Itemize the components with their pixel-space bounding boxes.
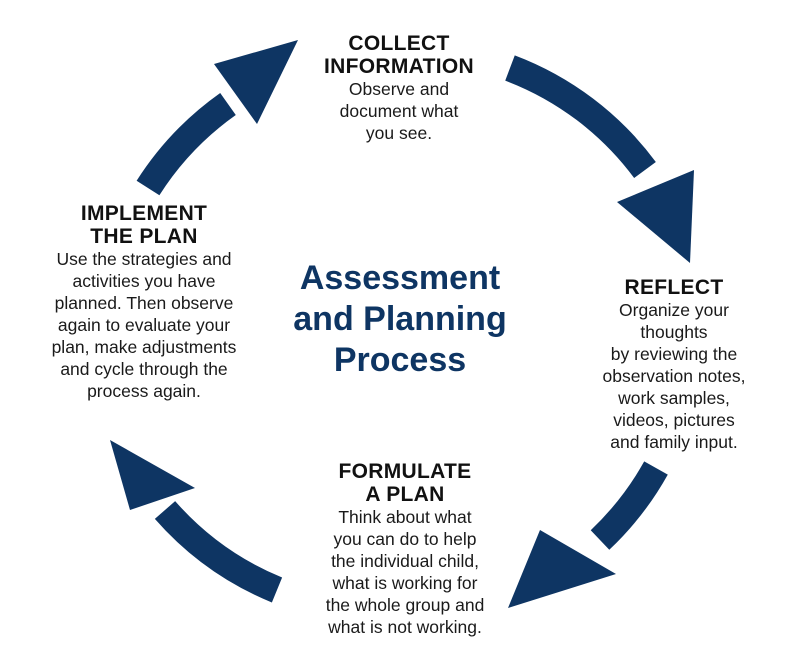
description-line: what is not working. bbox=[328, 617, 482, 637]
description-line: you see. bbox=[365, 123, 433, 143]
title-line: Process bbox=[333, 341, 467, 379]
heading-line: A PLAN bbox=[365, 483, 445, 506]
description-line: Organize your bbox=[619, 300, 729, 320]
description-line: observation notes, bbox=[602, 366, 746, 386]
description-line: the individual child, bbox=[331, 551, 479, 571]
step-heading: FORMULATE A PLAN bbox=[295, 460, 515, 506]
heading-line: IMPLEMENT bbox=[80, 202, 208, 225]
step-description: Think about what you can do to help the … bbox=[295, 506, 515, 638]
arrow-shaft-icon bbox=[136, 92, 236, 196]
description-line: thoughts bbox=[640, 322, 708, 342]
arrowhead-icon bbox=[110, 440, 195, 510]
description-line: the whole group and bbox=[325, 595, 485, 615]
description-line: planned. Then observe bbox=[54, 293, 234, 313]
description-line: you can do to help bbox=[333, 529, 477, 549]
description-line: Use the strategies and bbox=[56, 249, 232, 269]
description-line: document what bbox=[339, 101, 459, 121]
arrow-collect-to-reflect bbox=[505, 55, 694, 263]
title-line: Assessment bbox=[299, 259, 501, 297]
description-line: and family input. bbox=[610, 432, 738, 452]
heading-line: FORMULATE bbox=[338, 460, 472, 483]
description-line: Observe and bbox=[348, 79, 450, 99]
description-line: and cycle through the bbox=[60, 359, 228, 379]
description-line: Think about what bbox=[338, 507, 472, 527]
description-line: work samples, bbox=[618, 388, 730, 408]
title-line: and Planning bbox=[293, 300, 507, 338]
arrow-implement-to-collect bbox=[136, 40, 298, 196]
description-line: process again. bbox=[87, 381, 201, 401]
heading-line: REFLECT bbox=[624, 276, 724, 299]
arrow-shaft-icon bbox=[590, 461, 668, 550]
description-line: videos, pictures bbox=[613, 410, 735, 430]
diagram-title: Assessment and Planning Process bbox=[262, 258, 538, 381]
step-heading: REFLECT bbox=[578, 276, 770, 299]
step-formulate-a-plan: FORMULATE A PLAN Think about what you ca… bbox=[295, 460, 515, 638]
step-description: Use the strategies and activities you ha… bbox=[28, 248, 260, 402]
arrow-shaft-icon bbox=[154, 500, 283, 603]
description-line: activities you have bbox=[72, 271, 216, 291]
description-line: by reviewing the bbox=[610, 344, 738, 364]
arrow-shaft-icon bbox=[505, 55, 656, 179]
heading-line: COLLECT bbox=[348, 32, 450, 55]
description-line: what is working for bbox=[332, 573, 478, 593]
arrowhead-icon bbox=[214, 40, 298, 124]
step-heading: IMPLEMENT THE PLAN bbox=[28, 202, 260, 248]
step-reflect: REFLECT Organize your thoughts by review… bbox=[578, 276, 770, 453]
arrowhead-icon bbox=[617, 170, 694, 263]
description-line: again to evaluate your bbox=[57, 315, 231, 335]
step-description: Observe and document what you see. bbox=[294, 78, 504, 144]
arrow-formulate-to-implement bbox=[110, 440, 283, 603]
step-description: Organize your thoughts by reviewing the … bbox=[578, 299, 770, 453]
description-line: plan, make adjustments bbox=[51, 337, 237, 357]
arrow-reflect-to-formulate bbox=[508, 461, 668, 608]
step-implement-the-plan: IMPLEMENT THE PLAN Use the strategies an… bbox=[28, 202, 260, 402]
step-collect-information: COLLECT INFORMATION Observe and document… bbox=[294, 32, 504, 144]
heading-line: INFORMATION bbox=[324, 55, 474, 78]
step-heading: COLLECT INFORMATION bbox=[294, 32, 504, 78]
heading-line: THE PLAN bbox=[90, 225, 198, 248]
arrowhead-icon bbox=[508, 530, 616, 608]
